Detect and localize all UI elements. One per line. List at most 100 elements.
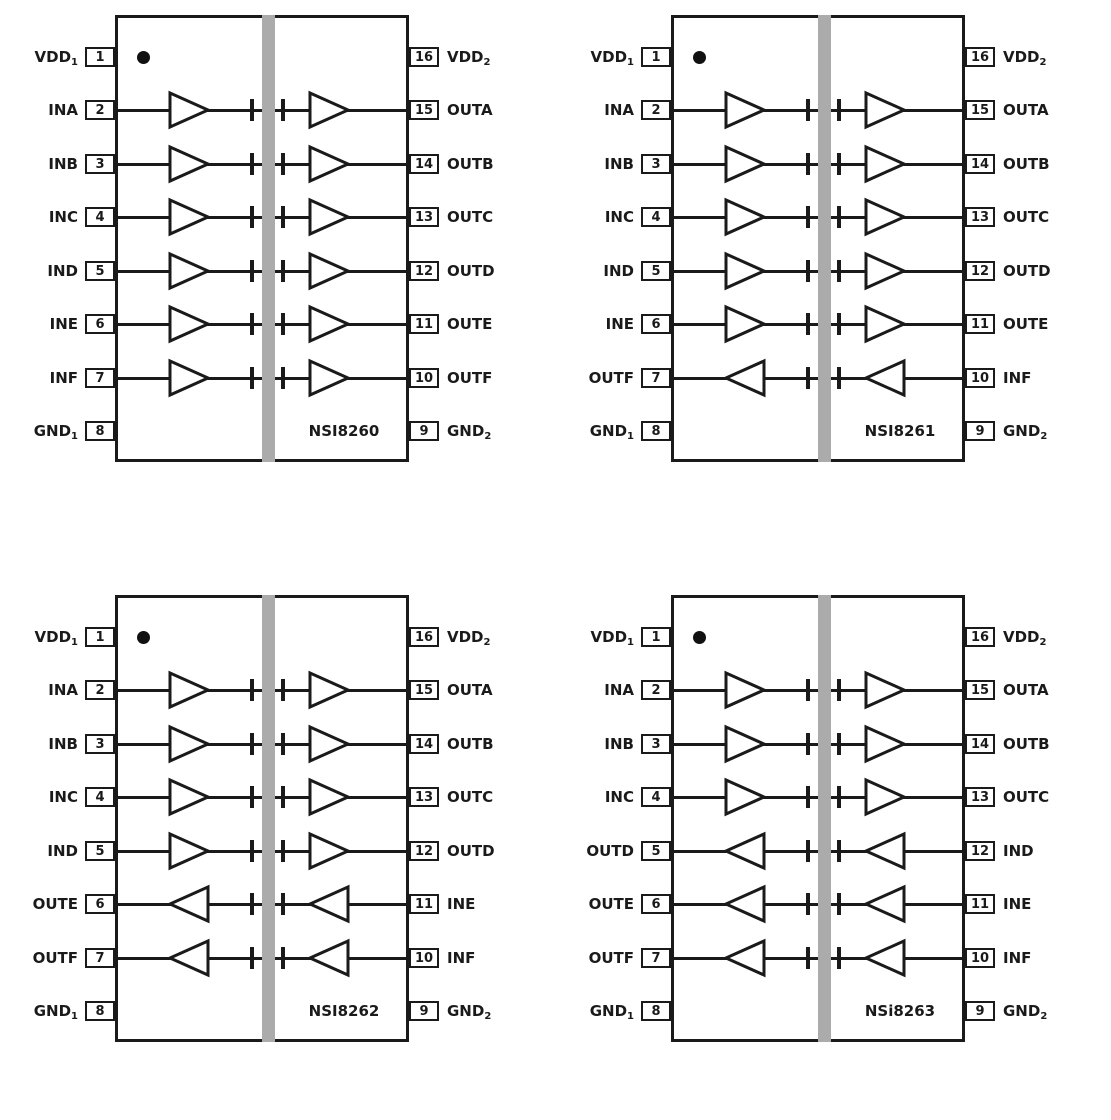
pin-label-text: INC xyxy=(604,208,634,226)
pin-number-box-right-14: 14 xyxy=(409,154,439,174)
pin-label-text: OUTE xyxy=(32,895,78,913)
pin-label-text: INC xyxy=(604,788,634,806)
pin-label-left: INE xyxy=(0,314,78,334)
buffer-triangle-icon-b-right xyxy=(308,724,352,764)
pin-label-text: INB xyxy=(604,735,634,753)
pin-label-text: OUTB xyxy=(1003,155,1050,173)
pin1-indicator-dot xyxy=(137,51,150,64)
pin-label-subscript: 1 xyxy=(627,431,634,442)
pin-label-subscript: 1 xyxy=(627,637,634,648)
buffer-triangle-icon-b-left xyxy=(724,724,768,764)
pin-number-box-right-16: 16 xyxy=(965,47,995,67)
buffer-triangle-icon-e-right xyxy=(308,304,352,344)
pin-label-text: IND xyxy=(1003,842,1034,860)
pin-number-box-left-2: 2 xyxy=(641,680,671,700)
pin-label-text: VDD xyxy=(1003,48,1040,66)
pin-label-right: OUTD xyxy=(1003,261,1103,281)
pin-label-left: VDD1 xyxy=(556,627,634,648)
pin-number-box-right-10: 10 xyxy=(965,368,995,388)
pin-label-right: INF xyxy=(1003,948,1103,968)
buffer-triangle-icon-d-left xyxy=(722,831,766,871)
pin-label-right: INF xyxy=(1003,368,1103,388)
part-number-label: NSI8262 xyxy=(308,1002,380,1020)
pin-label-text: INA xyxy=(604,681,634,699)
pin-label-right: OUTE xyxy=(447,314,547,334)
barrier-dash-left xyxy=(806,313,810,335)
pin-label-right: GND2 xyxy=(447,1001,547,1022)
barrier-dash-right xyxy=(837,840,841,862)
barrier-dash-left xyxy=(250,153,254,175)
buffer-triangle-icon-d-left xyxy=(168,831,212,871)
pin-label-text: OUTC xyxy=(1003,208,1050,226)
pin-number-box-right-13: 13 xyxy=(409,787,439,807)
barrier-dash-left xyxy=(250,206,254,228)
pin-number-box-right-9: 9 xyxy=(409,421,439,441)
pin-label-text: OUTF xyxy=(588,949,634,967)
pin-label-right: VDD2 xyxy=(1003,627,1103,648)
pin-label-text: OUTC xyxy=(1003,788,1050,806)
pin-label-text: OUTE xyxy=(588,895,634,913)
pin-label-left: VDD1 xyxy=(556,47,634,68)
pin-label-subscript: 1 xyxy=(71,57,78,68)
pin-label-text: OUTA xyxy=(447,681,493,699)
pin-label-subscript: 2 xyxy=(1039,637,1047,648)
pin-label-text: INF xyxy=(49,369,78,387)
pin-label-left: OUTE xyxy=(0,894,78,914)
buffer-triangle-icon-e-right xyxy=(864,304,908,344)
pin-label-text: OUTD xyxy=(586,842,634,860)
barrier-dash-right xyxy=(281,947,285,969)
pin-label-left: INF xyxy=(0,368,78,388)
pin-label-text: OUTF xyxy=(588,369,634,387)
pin-number-box-right-16: 16 xyxy=(965,627,995,647)
isolation-barrier xyxy=(262,15,275,462)
pin-number-box-right-14: 14 xyxy=(409,734,439,754)
pin-label-right: VDD2 xyxy=(1003,47,1103,68)
barrier-dash-right xyxy=(281,733,285,755)
barrier-dash-left xyxy=(250,313,254,335)
barrier-dash-left xyxy=(806,893,810,915)
pin-label-right: OUTD xyxy=(447,261,547,281)
pin-number-box-left-1: 1 xyxy=(85,47,115,67)
pin-label-right: GND2 xyxy=(1003,421,1103,442)
pin-number-box-left-7: 7 xyxy=(641,948,671,968)
pin-number-box-left-4: 4 xyxy=(85,207,115,227)
pin-number-box-right-16: 16 xyxy=(409,627,439,647)
pin-label-subscript: 2 xyxy=(483,637,491,648)
buffer-triangle-icon-d-right xyxy=(308,831,352,871)
part-number-label: NSi8263 xyxy=(864,1002,936,1020)
pin-label-left: IND xyxy=(0,261,78,281)
pin-number-box-left-3: 3 xyxy=(85,154,115,174)
isolation-barrier xyxy=(818,15,831,462)
pin-label-text: VDD xyxy=(1003,628,1040,646)
pin-label-left: INC xyxy=(556,207,634,227)
buffer-triangle-icon-b-left xyxy=(724,144,768,184)
pin-number-box-left-3: 3 xyxy=(641,734,671,754)
buffer-triangle-icon-b-right xyxy=(864,144,908,184)
pin-number-box-right-15: 15 xyxy=(965,680,995,700)
buffer-triangle-icon-a-right xyxy=(308,90,352,130)
pin-label-left: VDD1 xyxy=(0,627,78,648)
pin-label-text: INA xyxy=(48,101,78,119)
pin-label-left: INC xyxy=(0,787,78,807)
barrier-dash-right xyxy=(281,679,285,701)
pin-label-text: INB xyxy=(48,735,78,753)
buffer-triangle-icon-f-left xyxy=(722,358,766,398)
pin-label-right: INF xyxy=(447,948,547,968)
pin-label-text: OUTD xyxy=(1003,262,1051,280)
pin-label-right: IND xyxy=(1003,841,1103,861)
buffer-triangle-icon-a-right xyxy=(864,670,908,710)
pin-number-box-left-3: 3 xyxy=(85,734,115,754)
buffer-triangle-icon-c-left xyxy=(724,197,768,237)
pin-label-right: OUTA xyxy=(1003,100,1103,120)
pin-label-text: INE xyxy=(447,895,476,913)
buffer-triangle-icon-e-left xyxy=(722,884,766,924)
pin-label-left: VDD1 xyxy=(0,47,78,68)
pin-number-box-left-7: 7 xyxy=(85,368,115,388)
buffer-triangle-icon-b-left xyxy=(168,724,212,764)
pin-label-subscript: 1 xyxy=(71,431,78,442)
pin-label-left: GND1 xyxy=(556,1001,634,1022)
pin-label-text: OUTD xyxy=(447,842,495,860)
pin-label-text: IND xyxy=(47,842,78,860)
pin-label-text: INB xyxy=(48,155,78,173)
